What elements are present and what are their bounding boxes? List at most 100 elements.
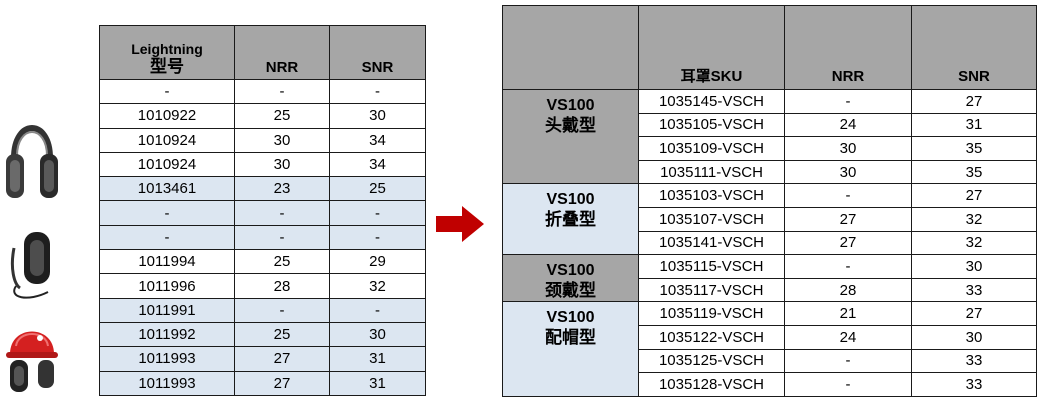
sku-cell: 1035109-VSCH xyxy=(638,136,785,161)
snr-cell: 31 xyxy=(911,112,1037,138)
snr-cell: - xyxy=(329,200,426,226)
group-type: 颈戴型 xyxy=(545,281,596,301)
right-header-nrr: NRR xyxy=(784,5,912,90)
nrr-cell: 24 xyxy=(784,112,912,138)
model-cell: 1011993 xyxy=(99,370,235,396)
model-cell: 1011996 xyxy=(99,273,235,299)
snr-cell: 33 xyxy=(911,277,1037,303)
group-series: VS100 xyxy=(546,97,595,114)
snr-cell: 30 xyxy=(329,103,426,129)
group-type: 头戴型 xyxy=(545,116,596,135)
sku-cell: 1035125-VSCH xyxy=(638,348,785,374)
sku-cell: 1035103-VSCH xyxy=(638,183,785,208)
model-cell: - xyxy=(99,224,235,251)
headband-earmuff-icon xyxy=(6,125,58,198)
nrr-cell: 27 xyxy=(784,206,912,232)
nrr-cell: 30 xyxy=(784,136,912,161)
snr-cell: - xyxy=(329,224,426,251)
model-cell: 1010922 xyxy=(99,103,235,129)
left-header-nrr: NRR xyxy=(234,25,330,80)
model-cell: - xyxy=(99,78,235,105)
group-type: 配帽型 xyxy=(545,328,596,348)
nrr-cell: 25 xyxy=(234,103,330,129)
sku-cell: 1035107-VSCH xyxy=(638,206,785,232)
snr-cell: - xyxy=(329,78,426,105)
model-cell: 1011991 xyxy=(99,297,235,323)
nrr-cell: 21 xyxy=(784,301,912,326)
snr-cell: 35 xyxy=(911,136,1037,161)
nrr-cell: - xyxy=(784,183,912,208)
nrr-cell: - xyxy=(234,297,330,323)
model-cell: - xyxy=(99,200,235,226)
nrr-cell: 28 xyxy=(234,273,330,299)
left-table-header: Leightning 型号 NRR SNR xyxy=(99,25,426,80)
sku-cell: 1035115-VSCH xyxy=(638,254,785,279)
left-header-model-line2: 型号 xyxy=(150,57,184,76)
snr-cell: 27 xyxy=(911,183,1037,208)
left-header-model-line1: Leightning xyxy=(131,41,203,57)
model-cell: 1010924 xyxy=(99,151,235,178)
snr-cell: 30 xyxy=(329,321,426,348)
snr-cell: 33 xyxy=(911,372,1037,397)
nrr-cell: 27 xyxy=(234,346,330,372)
group-type: 折叠型 xyxy=(545,210,596,230)
table-row: --- xyxy=(99,224,426,251)
nrr-cell: 24 xyxy=(784,324,912,350)
snr-cell: 32 xyxy=(329,273,426,299)
sku-cell: 1035117-VSCH xyxy=(638,277,785,303)
sku-cell: 1035128-VSCH xyxy=(638,372,785,397)
snr-cell: 30 xyxy=(911,254,1037,279)
sku-cell: 1035111-VSCH xyxy=(638,159,785,185)
group-series: VS100 xyxy=(546,309,595,327)
nrr-cell: 23 xyxy=(234,176,330,202)
snr-cell: 34 xyxy=(329,151,426,178)
sku-cell: 1035122-VSCH xyxy=(638,324,785,350)
group-series: VS100 xyxy=(546,262,595,280)
model-cell: 1013461 xyxy=(99,176,235,202)
sku-cell: 1035119-VSCH xyxy=(638,301,785,326)
left-header-snr: SNR xyxy=(329,25,426,80)
snr-cell: 35 xyxy=(911,159,1037,185)
nrr-cell: - xyxy=(784,89,912,114)
snr-cell: 25 xyxy=(329,176,426,202)
snr-cell: 32 xyxy=(911,230,1037,256)
nrr-cell: 30 xyxy=(234,127,330,153)
snr-cell: 29 xyxy=(329,249,426,275)
table-row: 1035125-VSCH-33 xyxy=(503,348,1037,374)
nrr-cell: 25 xyxy=(234,321,330,348)
nrr-cell: - xyxy=(234,224,330,251)
nrr-cell: - xyxy=(784,254,912,279)
right-header-sku: 耳罩SKU xyxy=(638,5,785,90)
nrr-cell: 30 xyxy=(784,159,912,185)
table-row: 1035128-VSCH-33 xyxy=(503,372,1037,397)
snr-cell: 34 xyxy=(329,127,426,153)
snr-cell: - xyxy=(329,297,426,323)
snr-cell: 30 xyxy=(911,324,1037,350)
nrr-cell: - xyxy=(784,348,912,374)
sku-cell: 1035145-VSCH xyxy=(638,89,785,114)
right-arrow-icon xyxy=(436,206,484,242)
snr-cell: 31 xyxy=(329,370,426,396)
snr-cell: 32 xyxy=(911,206,1037,232)
nrr-cell: - xyxy=(234,78,330,105)
nrr-cell: 27 xyxy=(784,230,912,256)
